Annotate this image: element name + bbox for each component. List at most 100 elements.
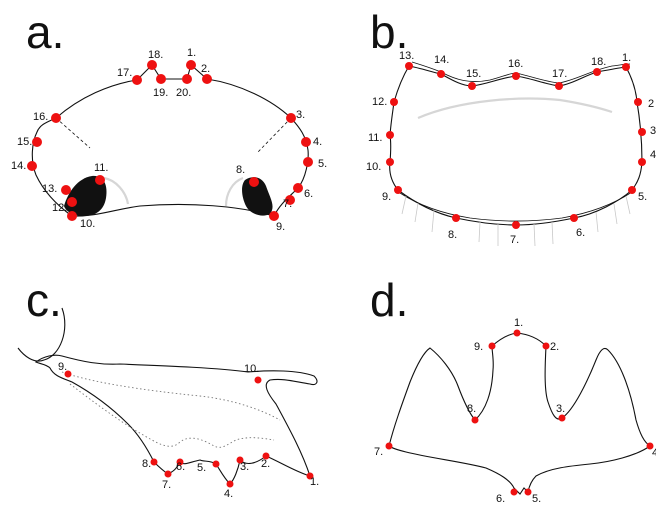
landmark-dot	[182, 74, 192, 84]
landmark-label: 14.	[11, 160, 26, 172]
landmark-label: 6.	[576, 227, 585, 239]
panel-b-shadow	[417, 97, 613, 120]
landmark-label: 3	[650, 125, 656, 137]
landmark-b-2: 2	[634, 98, 654, 110]
landmark-label: 5.	[197, 462, 206, 474]
landmark-label: 4	[650, 149, 656, 161]
landmark-label: 1.	[622, 52, 631, 64]
landmark-c-4: 4.	[224, 480, 234, 500]
panel-d-letter: d.	[370, 274, 408, 326]
landmark-b-1: 1.	[622, 52, 631, 71]
landmark-dot	[646, 442, 654, 450]
landmark-label: 9.	[58, 361, 67, 373]
landmark-d-9: 9.	[474, 341, 496, 353]
landmark-dot	[512, 221, 520, 229]
landmark-dot	[628, 186, 636, 194]
panel-d-landmarks: 1.2.3.45.6.7.8.9.	[374, 317, 656, 505]
panel-b-letter: b.	[370, 6, 408, 58]
landmark-dot	[293, 183, 303, 193]
landmark-label: 10.	[244, 363, 259, 375]
landmark-label: 11.	[368, 132, 382, 144]
landmark-label: 6.	[496, 493, 505, 505]
landmark-b-18: 18.	[591, 56, 606, 76]
landmark-dot	[593, 68, 601, 76]
landmark-b-3: 3	[638, 125, 656, 137]
landmark-dot	[61, 185, 71, 195]
landmark-dot	[64, 370, 72, 378]
panel-a-left-shade	[103, 176, 130, 205]
landmark-dot	[622, 63, 630, 71]
landmark-dot	[226, 480, 234, 488]
landmark-a-15: 15.	[17, 136, 42, 148]
landmark-label: 13.	[399, 50, 414, 62]
landmark-dot	[512, 72, 520, 80]
landmark-dot	[385, 442, 393, 450]
panel-a-dashed-left	[55, 117, 91, 149]
landmark-dot	[147, 60, 157, 70]
landmark-dot	[570, 214, 578, 222]
landmark-dot	[286, 113, 296, 123]
landmark-label: 15.	[17, 136, 32, 148]
landmark-label: 9.	[276, 221, 285, 233]
landmark-label: 8.	[467, 403, 476, 415]
landmark-dot	[164, 470, 172, 478]
landmark-label: 3.	[296, 109, 305, 121]
landmark-a-14: 14.	[11, 160, 37, 172]
landmark-dot	[558, 414, 566, 422]
landmark-label: 11.	[94, 162, 108, 174]
panel-a-landmarks: 1.2.3.4.5.6.7.8.9.10.11.12.13.14.15.16.1…	[11, 47, 327, 233]
landmark-label: 10.	[80, 218, 95, 230]
landmark-label: 14.	[434, 54, 449, 66]
landmark-a-2: 2.	[201, 63, 212, 84]
landmark-dot	[202, 74, 212, 84]
landmark-dot	[555, 82, 563, 90]
landmark-b-8: 8.	[448, 214, 460, 241]
landmark-d-7: 7.	[374, 442, 393, 458]
landmark-c-2: 2.	[261, 452, 270, 470]
landmark-dot	[67, 211, 77, 221]
landmark-b-15: 15.	[466, 68, 481, 90]
landmark-label: 4.	[224, 488, 233, 500]
panel-c-letter: c.	[26, 274, 62, 326]
landmark-a-5: 5.	[303, 157, 327, 170]
landmark-a-19: 19.	[153, 74, 168, 99]
landmark-c-1: 1.	[306, 472, 319, 488]
landmark-b-7: 7.	[510, 221, 520, 246]
landmark-dot	[269, 211, 279, 221]
landmark-label: 2.	[201, 63, 210, 75]
landmark-label: 15.	[466, 68, 481, 80]
panel-a: a. 1.2.3.4.5.6.7.8.9.10.11.12.13.14.15.1…	[11, 6, 327, 233]
panel-c-dotted-lower	[69, 383, 275, 448]
panel-b-outline	[389, 65, 643, 226]
landmark-dot	[452, 214, 460, 222]
landmark-c-10: 10.	[244, 363, 262, 384]
panel-a-dashed-right	[257, 117, 292, 153]
landmark-dot	[306, 472, 314, 480]
panel-b: b. 1.2345.6.7.8.9.10.11.12.13.14.15.16.1…	[366, 6, 656, 247]
landmark-label: 9.	[382, 191, 391, 203]
landmark-label: 6.	[176, 461, 185, 473]
panel-c-outline	[34, 354, 318, 485]
landmark-dot	[386, 131, 394, 139]
landmark-c-8: 8.	[142, 458, 158, 470]
landmark-label: 4.	[313, 136, 322, 148]
landmark-dot	[513, 329, 521, 337]
landmark-label: 16.	[508, 58, 523, 70]
landmark-dot	[95, 175, 105, 185]
landmark-c-5: 5.	[197, 460, 220, 474]
landmark-label: 8.	[448, 229, 457, 241]
landmark-label: 12.	[372, 96, 387, 108]
landmark-label: 1.	[514, 317, 523, 329]
landmark-a-3: 3.	[286, 109, 305, 123]
landmark-c-9: 9.	[58, 361, 72, 378]
landmark-b-4: 4	[638, 149, 656, 166]
landmark-d-8: 8.	[467, 403, 479, 424]
landmark-a-20: 20.	[176, 74, 192, 99]
landmark-dot	[488, 342, 496, 350]
landmark-label: 10.	[366, 161, 381, 173]
landmark-dot	[67, 197, 77, 207]
landmark-label: 2.	[550, 341, 559, 353]
landmark-dot	[510, 488, 518, 496]
landmark-c-6: 6.	[176, 458, 185, 473]
